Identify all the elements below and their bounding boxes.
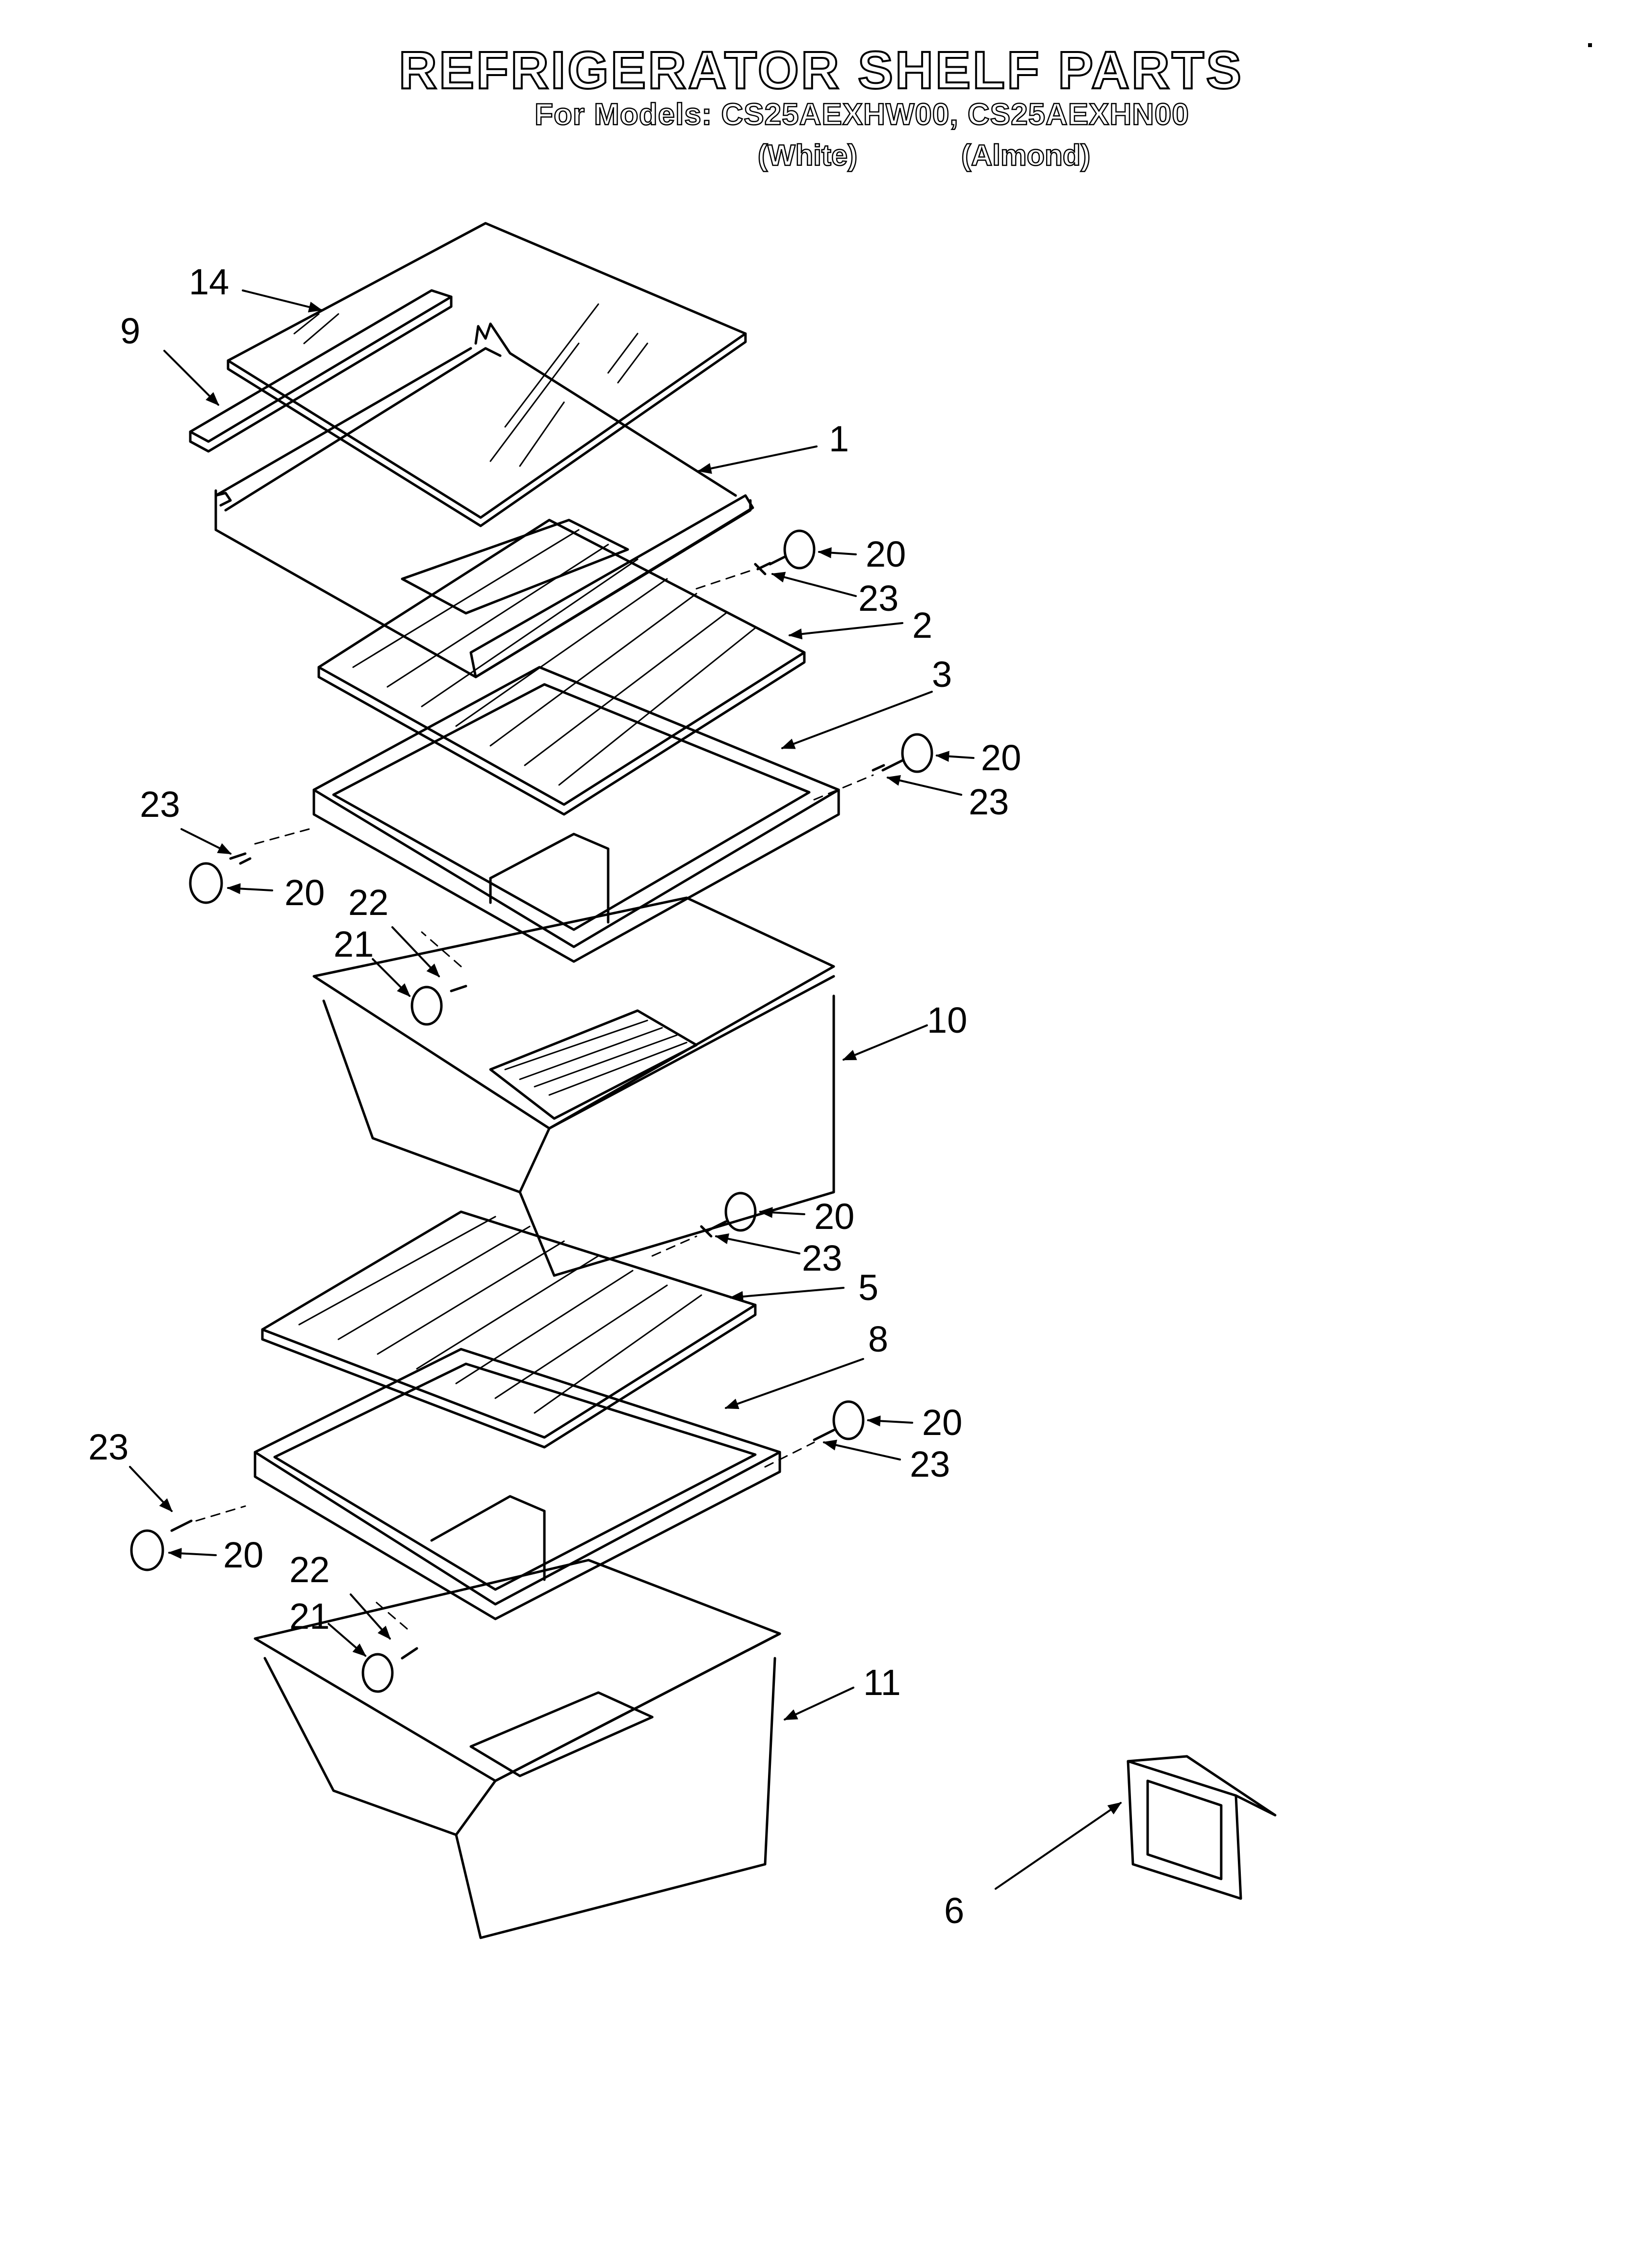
glass-shelf xyxy=(227,222,747,527)
callout-20f: 20 xyxy=(223,1535,263,1575)
callout-23f: 23 xyxy=(88,1427,128,1467)
callout-20e: 20 xyxy=(922,1402,962,1443)
callout-11: 11 xyxy=(863,1662,901,1703)
upper-crisper-drawer xyxy=(312,896,835,1277)
models-line: For Models: CS25AEXHW00, CS25AEXHN00 xyxy=(534,97,1189,132)
callout-8: 8 xyxy=(868,1319,888,1359)
callout-20a: 20 xyxy=(866,534,906,574)
callout-3: 3 xyxy=(932,654,952,695)
callout-22b: 22 xyxy=(289,1549,330,1590)
callout-1: 1 xyxy=(829,418,849,459)
corner-mark xyxy=(1588,43,1592,47)
callout-5: 5 xyxy=(858,1267,878,1308)
callout-20b: 20 xyxy=(981,737,1021,778)
lower-crisper-cover-frame xyxy=(254,1348,781,1620)
leader-arrows xyxy=(129,289,1122,1890)
callout-9: 9 xyxy=(120,311,140,351)
callout-10: 10 xyxy=(927,1000,967,1041)
callout-23e: 23 xyxy=(910,1444,950,1485)
callout-23b: 23 xyxy=(969,782,1009,822)
callout-20d: 20 xyxy=(814,1196,854,1237)
callout-21a: 21 xyxy=(334,924,374,965)
page-title: REFRIGERATOR SHELF PARTS xyxy=(398,39,1244,101)
callout-23d: 23 xyxy=(802,1238,842,1278)
finish-almond: (Almond) xyxy=(961,138,1091,173)
callout-21b: 21 xyxy=(289,1596,330,1637)
shelf-trim xyxy=(189,289,453,453)
dashed-guides xyxy=(195,568,874,1630)
callouts: 14 9 1 20 23 2 3 20 23 23 20 22 21 10 20… xyxy=(88,261,1021,1931)
callout-20c: 20 xyxy=(284,872,325,913)
callout-22a: 22 xyxy=(348,882,388,923)
finish-white: (White) xyxy=(757,138,858,173)
callout-23c: 23 xyxy=(140,784,180,825)
crisper-cover-insert xyxy=(317,519,806,816)
lower-crisper-drawer xyxy=(254,1559,781,1939)
screws xyxy=(170,555,904,1660)
rollers xyxy=(130,529,933,1693)
crisper-cover-frame xyxy=(312,666,840,963)
callout-2: 2 xyxy=(912,605,932,646)
callout-6: 6 xyxy=(944,1890,964,1931)
callout-14: 14 xyxy=(189,261,229,302)
badge-part xyxy=(1127,1755,1277,1900)
lower-crisper-cover-insert xyxy=(261,1210,757,1449)
callout-23a: 23 xyxy=(858,578,898,619)
shelf-frame xyxy=(214,322,754,678)
